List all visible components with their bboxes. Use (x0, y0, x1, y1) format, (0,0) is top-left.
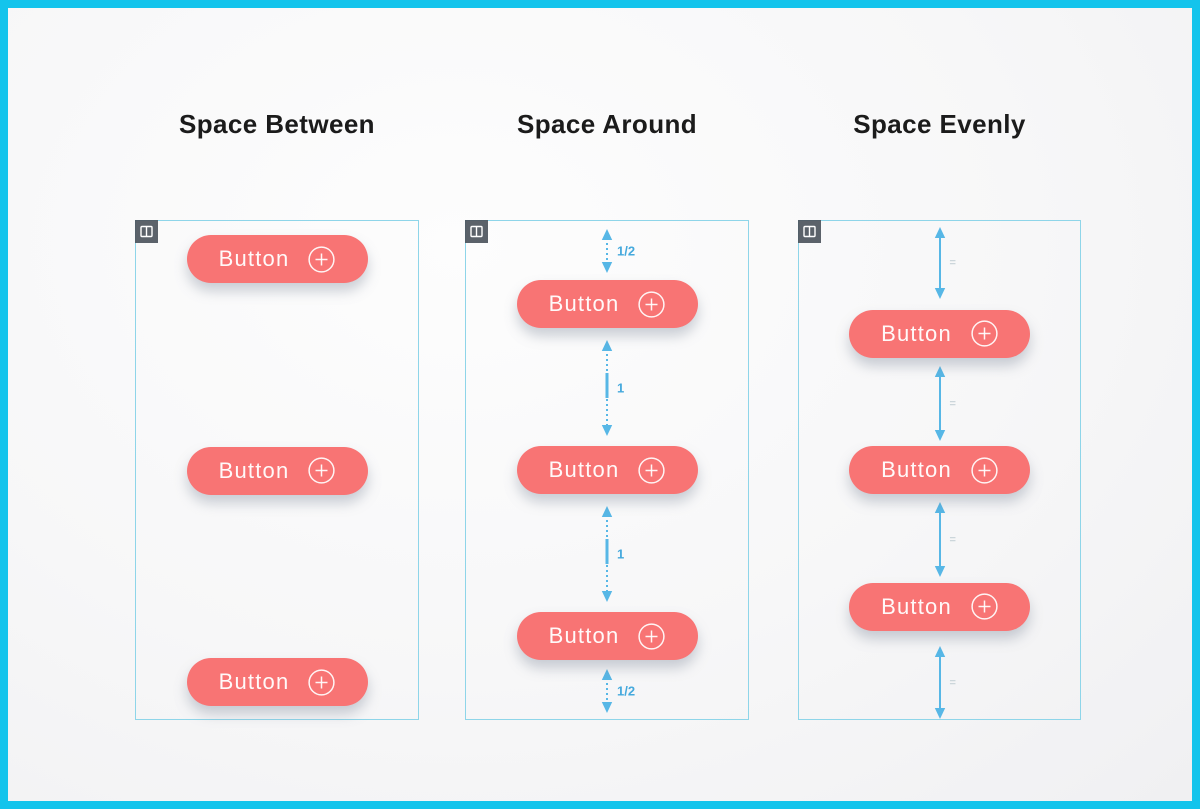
button-label: Button (548, 623, 620, 648)
button-pill[interactable]: Button (186, 235, 368, 283)
button-label: Button (218, 246, 290, 271)
arrow-label: = (949, 257, 956, 269)
spacing-arrow-equal: = (933, 366, 956, 441)
columns-icon (140, 225, 153, 238)
columns-icon (803, 225, 816, 238)
flex-container-space-between: Button Button Button (135, 220, 419, 720)
plus-circle-icon (308, 457, 336, 484)
layout-badge (465, 220, 488, 243)
arrow-label: = (949, 676, 956, 689)
spacing-arrow-equal: = (933, 502, 956, 577)
button-pill[interactable]: Button (849, 446, 1030, 494)
spacing-arrow-half: 1/2 (600, 669, 635, 713)
plus-circle-icon (971, 456, 998, 484)
button-pill[interactable]: Button (516, 280, 698, 328)
spacing-arrow-equal: = (933, 227, 956, 299)
flex-container-space-around: 1/2 1 1 (465, 220, 749, 720)
plus-circle-icon (638, 290, 666, 318)
arrow-label: 1/2 (617, 243, 636, 259)
arrow-label: 1/2 (617, 683, 636, 699)
plus-circle-icon (971, 593, 998, 620)
layout-badge (135, 220, 158, 243)
button-pill[interactable]: Button (186, 446, 368, 495)
button-label: Button (218, 457, 290, 483)
spacing-arrow-one: 1 (600, 506, 624, 602)
plus-circle-icon (971, 320, 998, 347)
button-label: Button (881, 457, 952, 482)
spacing-arrow-one: 1 (600, 340, 624, 436)
button-pill[interactable]: Button (849, 582, 1030, 631)
spacing-arrow-half: 1/2 (600, 229, 635, 273)
arrow-label: = (949, 533, 956, 546)
column-heading: Space Around (516, 109, 698, 139)
button-label: Button (881, 320, 952, 346)
button-pill[interactable]: Button (516, 446, 698, 494)
arrow-label: 1 (617, 380, 625, 396)
plus-circle-icon (308, 668, 336, 696)
arrow-label: 1 (617, 546, 625, 562)
columns-icon (470, 225, 483, 238)
column-space-evenly: Space Evenly = (798, 8, 1081, 801)
layout-badge (798, 220, 821, 243)
plus-circle-icon (638, 622, 666, 650)
button-label: Button (881, 593, 952, 619)
button-pill[interactable]: Button (186, 658, 368, 706)
button-pill[interactable]: Button (849, 309, 1030, 358)
flex-container-space-evenly: = = = (798, 220, 1081, 720)
column-heading: Space Between (179, 109, 375, 139)
column-heading: Space Evenly (853, 109, 1026, 139)
plus-circle-icon (308, 245, 336, 273)
spacing-arrow-equal: = (933, 646, 956, 719)
column-space-between: Space Between Button Button (135, 8, 419, 801)
arrow-label: = (949, 397, 956, 410)
button-pill[interactable]: Button (516, 612, 698, 660)
button-label: Button (218, 669, 290, 694)
column-space-around: Space Around 1/2 (465, 8, 749, 801)
plus-circle-icon (638, 456, 666, 484)
button-label: Button (548, 457, 620, 482)
button-label: Button (548, 291, 620, 316)
